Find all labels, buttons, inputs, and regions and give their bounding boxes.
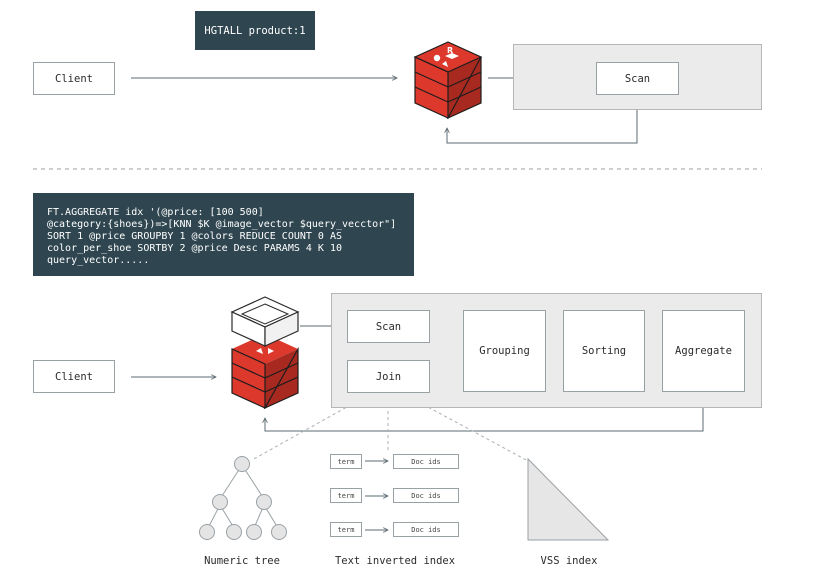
- index-docids-2-label: Doc ids: [411, 491, 441, 500]
- top-command-box: HGTALL product:1: [195, 11, 315, 50]
- svg-text:R: R: [447, 46, 453, 55]
- top-client-box: Client: [33, 62, 115, 95]
- join-label: Join: [375, 370, 402, 383]
- index-docids-2: Doc ids: [393, 488, 459, 503]
- bottom-client-box: Client: [33, 360, 115, 393]
- index-docids-1: Doc ids: [393, 454, 459, 469]
- index-term-2: term: [330, 488, 362, 503]
- aggregate-box: Aggregate: [662, 310, 745, 392]
- bottom-scan-box: Scan: [347, 310, 430, 343]
- index-term-3: term: [330, 522, 362, 537]
- vss-index-caption: VSS index: [540, 555, 598, 567]
- aggregate-label: Aggregate: [675, 345, 732, 357]
- index-term-3-label: term: [337, 525, 355, 534]
- index-term-1: term: [330, 454, 362, 469]
- grouping-box: Grouping: [463, 310, 546, 392]
- join-to-tree-dashed: [251, 392, 373, 461]
- query-line-4: color_per_shoe SORTBY 2 @price Desc PARA…: [47, 243, 343, 254]
- sorting-box: Sorting: [563, 310, 645, 392]
- bottom-query-box: FT.AGGREGATE idx '(@price: [100 500] @ca…: [33, 193, 414, 276]
- sorting-label: Sorting: [581, 345, 627, 357]
- index-term-1-label: term: [337, 457, 355, 466]
- redis-cube-with-index-icon: [230, 296, 300, 410]
- numeric-tree-caption: Numeric tree: [204, 555, 280, 567]
- vss-triangle-icon: [527, 457, 610, 541]
- text-index-caption: Text inverted index: [334, 555, 456, 567]
- top-command-text: HGTALL product:1: [204, 24, 306, 37]
- join-box: Join: [347, 360, 430, 393]
- bottom-return-arrow: [265, 392, 704, 432]
- top-scan-label: Scan: [624, 72, 651, 85]
- grouping-label: Grouping: [479, 345, 530, 357]
- query-line-3: SORT 1 @price GROUPBY 1 @colors REDUCE C…: [47, 231, 343, 242]
- redis-cube-icon: R: [413, 41, 483, 120]
- index-docids-3: Doc ids: [393, 522, 459, 537]
- top-scan-box: Scan: [596, 62, 679, 95]
- top-client-label: Client: [55, 72, 93, 85]
- bottom-scan-label: Scan: [375, 320, 402, 333]
- query-line-2: @category:{shoes})=>[KNN $K @image_vecto…: [47, 219, 397, 230]
- query-line-1: FT.AGGREGATE idx '(@price: [100 500]: [47, 207, 264, 218]
- query-line-5: query_vector.....: [47, 255, 150, 266]
- numeric-tree-icon: [199, 456, 287, 540]
- index-term-2-label: term: [337, 491, 355, 500]
- bottom-client-label: Client: [55, 370, 93, 383]
- index-docids-1-label: Doc ids: [411, 457, 441, 466]
- index-docids-3-label: Doc ids: [411, 525, 441, 534]
- top-return-arrow: [447, 96, 638, 144]
